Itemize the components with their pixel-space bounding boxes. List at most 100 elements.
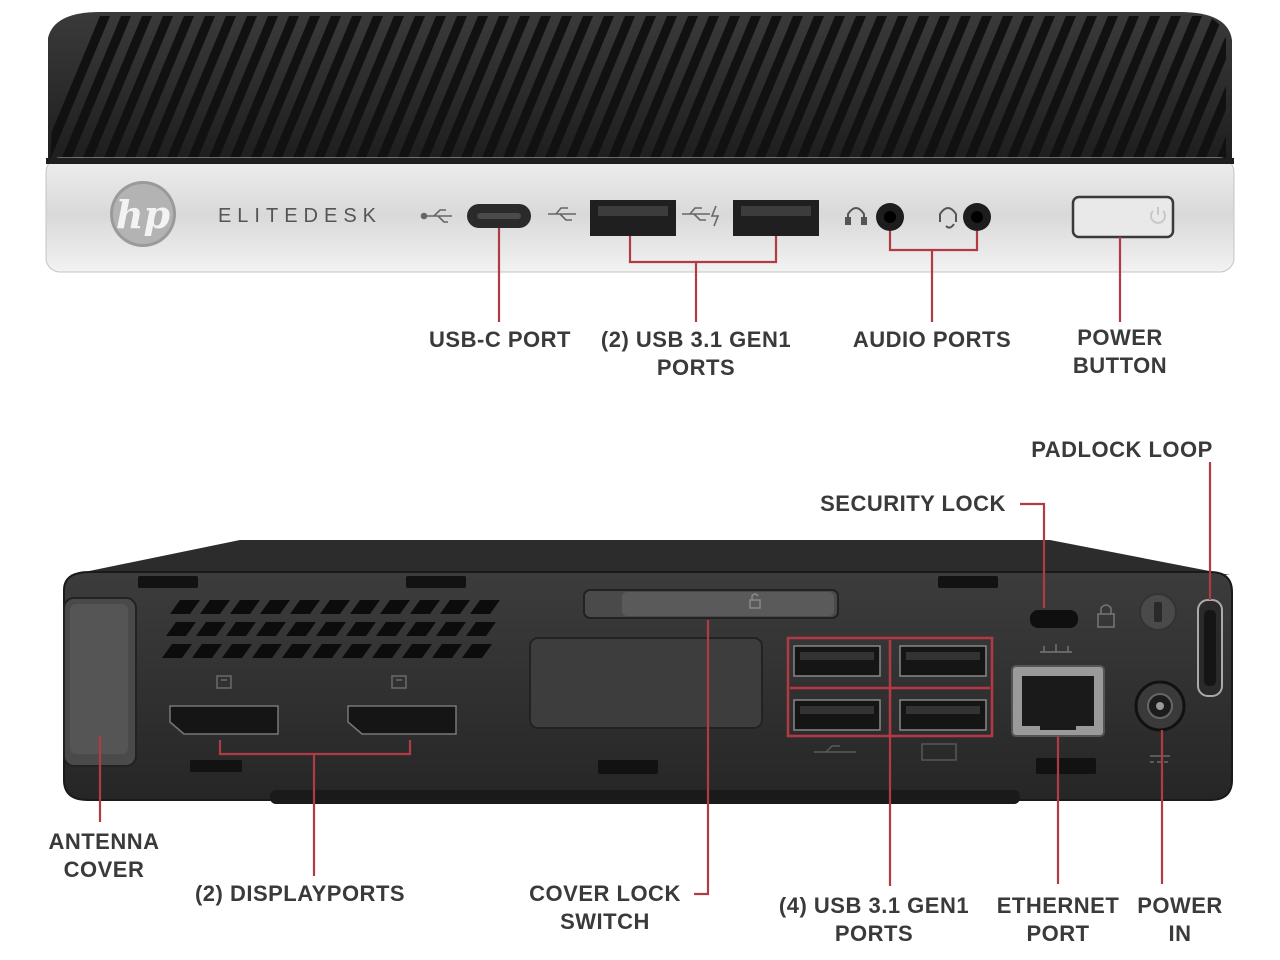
audio-ports-label: AUDIO PORTS	[852, 327, 1012, 352]
vent-slat	[964, 16, 1034, 160]
vent-slat	[1006, 16, 1076, 160]
vent-slat	[1048, 16, 1118, 160]
security-lock-leader	[1020, 502, 1046, 608]
usb-c-port-label: USB-C PORT	[429, 327, 571, 352]
vent-slat	[1258, 16, 1280, 160]
vent-slat	[1069, 16, 1139, 160]
front-usb-port-2	[733, 200, 819, 236]
hp-logo-text: hp	[116, 192, 171, 237]
vent-slat	[712, 16, 782, 160]
rear-vent-hole	[316, 622, 346, 636]
rear-vent-hole	[162, 644, 192, 658]
rear-vent-hole	[436, 622, 466, 636]
rear-vent-hole	[170, 600, 200, 614]
hp-logo: hp	[110, 181, 176, 247]
rear-usb-port-1	[793, 645, 881, 677]
front-usb-bracket	[628, 236, 778, 264]
vent-slat	[628, 16, 698, 160]
vent-slat	[1153, 16, 1223, 160]
rear-vent-grille	[162, 600, 500, 658]
front-callout-lines	[497, 228, 1122, 322]
rear-vent-hole	[470, 600, 500, 614]
network-icon	[1040, 644, 1072, 653]
vent-slat	[145, 16, 215, 160]
ethernet-port-label: ETHERNET PORT	[996, 893, 1120, 946]
usb-ss-charging-symbol-icon	[682, 205, 720, 227]
vent-slat	[124, 16, 194, 160]
display-rear-icon	[921, 743, 957, 761]
vent-slat	[1111, 16, 1181, 160]
rear-vent-hole	[402, 644, 432, 658]
usb-c-symbol-icon	[420, 209, 452, 223]
rear-vent-hole	[372, 644, 402, 658]
vent-slat	[691, 16, 761, 160]
power-icon	[1150, 207, 1166, 224]
rear-vent-hole	[260, 600, 290, 614]
padlock-loop	[1197, 599, 1223, 697]
cover-lock-leader	[694, 620, 710, 896]
vent-slat	[397, 16, 467, 160]
rear-vent-hole	[290, 600, 320, 614]
rear-vent-hole	[226, 622, 256, 636]
rear-vent-hole	[166, 622, 196, 636]
lock-icon	[1097, 604, 1115, 628]
vent-slat	[607, 16, 677, 160]
rear-vent-hole	[222, 644, 252, 658]
vent-slat	[922, 16, 992, 160]
vent-slat	[334, 16, 404, 160]
rear-vent-hole	[466, 622, 496, 636]
vent-slat	[271, 16, 341, 160]
rear-vent-hole	[196, 622, 226, 636]
model-name-text: ELITEDESK	[218, 205, 382, 227]
vent-slat	[985, 16, 1055, 160]
vent-slat	[1027, 16, 1097, 160]
vent-slat	[418, 16, 488, 160]
front-usb-ports-label: (2) USB 3.1 GEN1 PORTS	[600, 327, 792, 380]
power-button-label: POWER BUTTON	[1072, 325, 1168, 378]
vent-slat	[1237, 16, 1280, 160]
vent-slat	[670, 16, 740, 160]
power-button	[1071, 195, 1175, 239]
vent-slat	[460, 16, 530, 160]
vent-slat	[523, 16, 593, 160]
security-lock-label: SECURITY LOCK	[820, 491, 1006, 516]
vent-slat	[187, 16, 257, 160]
vent-slat	[313, 16, 383, 160]
rear-vent-hole	[286, 622, 316, 636]
vent-slat	[1195, 16, 1226, 160]
vent-slat	[859, 16, 929, 160]
vent-slat	[775, 16, 845, 160]
cover-lock-switch-label: COVER LOCK SWITCH	[529, 881, 681, 934]
expansion-cover	[529, 637, 763, 729]
padlock-loop-label: PADLOCK LOOP	[1031, 437, 1213, 462]
vent-slat	[586, 16, 656, 160]
vent-slat	[1090, 16, 1160, 160]
front-view: hp ELITEDESK	[45, 12, 1280, 273]
rear-callout-lines	[98, 462, 1212, 896]
rear-vent-hole	[406, 622, 436, 636]
vent-slat	[250, 16, 320, 160]
rear-view	[63, 540, 1233, 804]
rear-vent-hole	[320, 600, 350, 614]
usb-ss-rear-icon	[814, 745, 856, 753]
vent-slat	[50, 16, 110, 160]
rear-vent-hole	[256, 622, 286, 636]
rear-vent-hole	[380, 600, 410, 614]
rear-vent-hole	[252, 644, 282, 658]
vent-slat	[166, 16, 236, 160]
headphone-icon	[845, 207, 867, 225]
security-lock-slot	[1030, 610, 1078, 628]
vent-slat	[103, 16, 173, 160]
rear-vent-hole	[440, 600, 470, 614]
displayport-1	[169, 705, 279, 735]
vent-slat	[544, 16, 614, 160]
vent-slat	[754, 16, 824, 160]
rear-vent-hole	[312, 644, 342, 658]
vent-slat	[733, 16, 803, 160]
vent-slat	[565, 16, 635, 160]
displayport-2	[347, 705, 457, 735]
displayport-icon	[216, 675, 407, 689]
vent-slat	[502, 16, 572, 160]
vent-slat	[61, 16, 131, 160]
